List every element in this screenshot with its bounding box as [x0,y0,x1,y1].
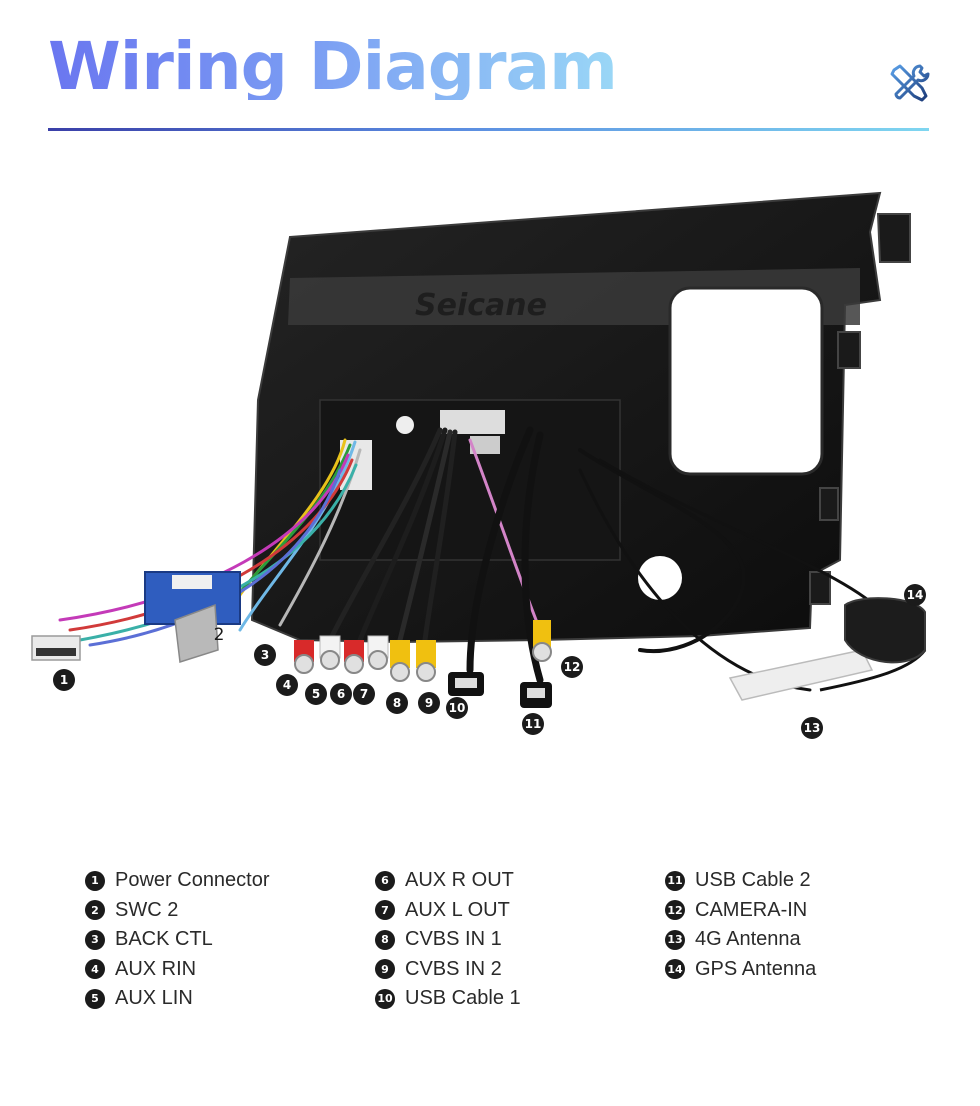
legend-item: 3 BACK CTL [85,925,270,955]
legend-label: GPS Antenna [695,957,817,980]
page-title: Wiring Diagram [48,28,618,105]
legend-number: 13 [665,929,685,950]
legend-label: AUX R OUT [405,869,514,892]
tools-icon [890,64,930,102]
legend-item: 7 AUX L OUT [375,896,521,926]
legend-label: CVBS IN 1 [405,928,502,951]
legend-label: USB Cable 1 [405,987,521,1010]
legend-column-3: 11 USB Cable 2 12 CAMERA-IN 13 4G Antenna 1… [665,866,816,984]
legend-item: 5 AUX LIN [85,984,270,1014]
legend-number: 4 [85,959,105,980]
legend: 1 Power Connector 2 SWC 2 3 BACK CTL 4 AUX R… [0,866,980,1026]
legend-label: AUX LIN [115,987,193,1010]
header-divider [48,128,929,131]
marker-3: 3 [254,644,276,666]
legend-number: 3 [85,929,105,950]
legend-column-1: 1 Power Connector 2 SWC 2 3 BACK CTL 4 AUX R… [85,866,270,1014]
head-unit-wiring-illustration: Seicane [31,191,927,708]
marker-7: 7 [353,683,375,705]
legend-item: 14 GPS Antenna [665,955,816,985]
legend-number: 12 [665,900,685,921]
legend-item: 11 USB Cable 2 [665,866,816,896]
legend-label: AUX L OUT [405,898,510,921]
legend-number: 11 [665,870,685,891]
legend-number: 9 [375,959,395,980]
legend-label: SWC 2 [115,898,179,921]
marker-11: 11 [522,713,544,735]
legend-number: 8 [375,929,395,950]
legend-label: CVBS IN 2 [405,957,502,980]
marker-12: 12 [561,656,583,678]
legend-item: 12 CAMERA-IN [665,896,816,926]
legend-item: 9 CVBS IN 2 [375,955,521,985]
legend-item: 8 CVBS IN 1 [375,925,521,955]
legend-item: 4 AUX RIN [85,955,270,985]
legend-label: AUX RIN [115,957,197,980]
legend-item: 13 4G Antenna [665,925,816,955]
legend-number: 10 [375,988,395,1009]
marker-13: 13 [801,717,823,739]
marker-8: 8 [386,692,408,714]
marker-6: 6 [330,683,352,705]
marker-2: 2 [213,624,225,645]
legend-label: Power Connector [115,869,270,892]
legend-number: 2 [85,900,105,921]
legend-number: 5 [85,988,105,1009]
legend-label: 4G Antenna [695,928,801,951]
marker-10: 10 [446,697,468,719]
marker-4: 4 [276,674,298,696]
legend-item: 10 USB Cable 1 [375,984,521,1014]
marker-14: 14 [904,584,926,606]
legend-number: 1 [85,870,105,891]
legend-label: CAMERA-IN [695,898,808,921]
legend-label: USB Cable 2 [695,869,811,892]
legend-number: 7 [375,900,395,921]
device-brand-label: Seicane [415,288,547,323]
legend-item: 1 Power Connector [85,866,270,896]
marker-9: 9 [418,692,440,714]
marker-5: 5 [305,683,327,705]
legend-number: 6 [375,870,395,891]
legend-column-2: 6 AUX R OUT 7 AUX L OUT 8 CVBS IN 1 9 CVBS I… [375,866,521,1014]
legend-item: 2 SWC 2 [85,896,270,926]
legend-label: BACK CTL [115,928,213,951]
marker-1: 1 [53,669,75,691]
legend-item: 6 AUX R OUT [375,866,521,896]
legend-number: 14 [665,959,685,980]
